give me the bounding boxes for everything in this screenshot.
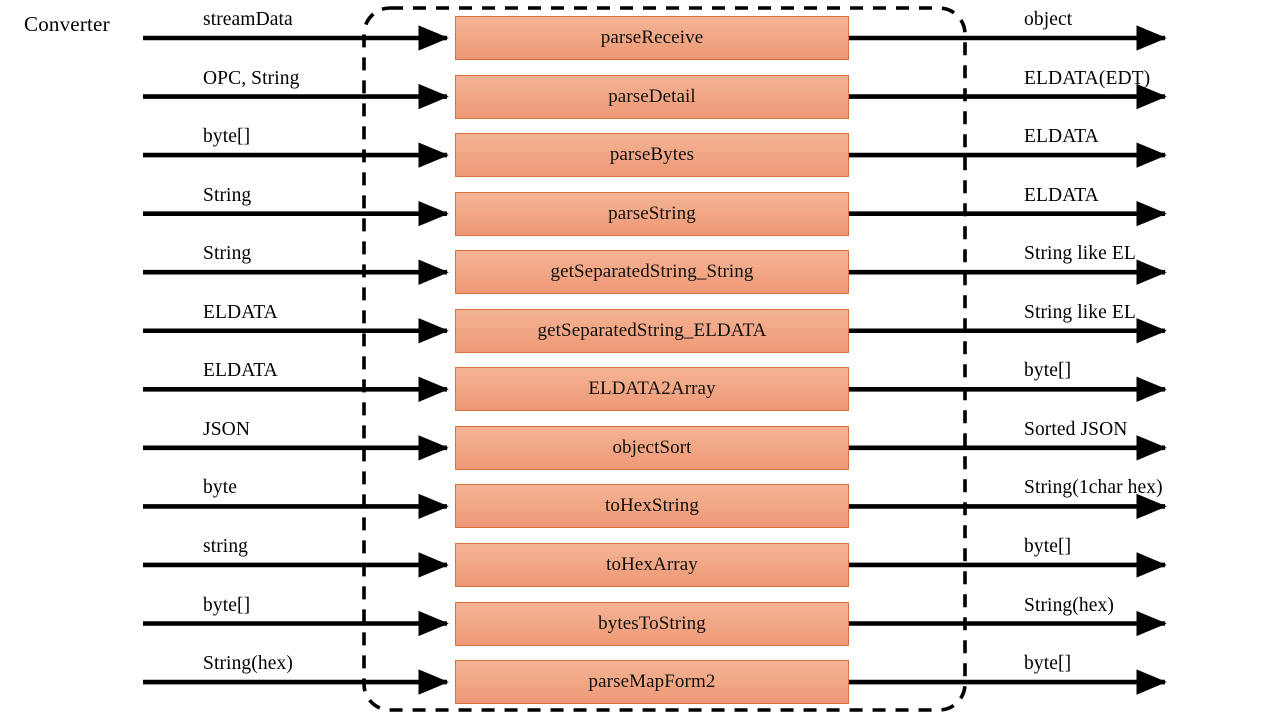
output-type-label: ELDATA: [1024, 126, 1099, 148]
function-box-label: bytesToString: [598, 612, 706, 634]
function-box-label: objectSort: [612, 436, 692, 458]
function-box-label: toHexString: [605, 495, 699, 517]
module-boundary-dashed-rect: [362, 6, 967, 712]
output-arrows-group: [849, 25, 1167, 695]
function-box[interactable]: bytesToString: [455, 601, 849, 646]
input-type-label: streamData: [203, 9, 293, 30]
function-box[interactable]: toHexString: [455, 484, 849, 529]
function-box[interactable]: getSeparatedString_String: [455, 250, 849, 295]
output-type-label: String like EL: [1024, 243, 1136, 265]
function-box-label: toHexArray: [606, 553, 698, 575]
output-type-label: String(1char hex): [1024, 477, 1163, 499]
input-type-label: byte[]: [203, 594, 251, 616]
output-type-label: String like EL: [1024, 301, 1136, 323]
function-box-label: parseDetail: [608, 85, 696, 107]
function-box[interactable]: objectSort: [455, 425, 849, 470]
input-type-label: ELDATA: [203, 360, 278, 382]
function-box[interactable]: parseMapForm2: [455, 660, 849, 705]
function-box[interactable]: ELDATA2Array: [455, 367, 849, 412]
input-type-label: ELDATA: [203, 301, 278, 323]
page-title: Converter: [24, 12, 110, 36]
input-type-label: JSON: [203, 418, 250, 440]
function-box-label: getSeparatedString_String: [550, 261, 754, 283]
function-box-label: parseString: [608, 202, 696, 224]
function-box-label: parseReceive: [600, 27, 704, 48]
function-box[interactable]: toHexArray: [455, 542, 849, 587]
function-box[interactable]: parseReceive: [455, 16, 849, 60]
function-box[interactable]: parseDetail: [455, 74, 849, 119]
input-type-label: string: [203, 535, 249, 557]
function-box-label: getSeparatedString_ELDATA: [537, 319, 767, 341]
output-type-label: byte[]: [1024, 653, 1072, 675]
function-box-label: parseBytes: [609, 144, 695, 166]
output-type-label: ELDATA: [1024, 184, 1099, 206]
output-type-label: Sorted JSON: [1024, 418, 1128, 440]
function-box[interactable]: getSeparatedString_ELDATA: [455, 308, 849, 353]
input-type-label: String(hex): [203, 653, 293, 675]
output-type-label: byte[]: [1024, 360, 1072, 382]
output-type-label: String(hex): [1024, 594, 1114, 616]
input-type-label: String: [203, 243, 252, 265]
output-type-label: object: [1024, 9, 1073, 30]
input-type-label: byte[]: [203, 126, 251, 148]
output-type-label: ELDATA(EDT): [1024, 67, 1151, 89]
input-arrows-group: [143, 25, 449, 695]
input-type-label: String: [203, 184, 252, 206]
function-box-label: ELDATA2Array: [588, 378, 716, 400]
function-box-label: parseMapForm2: [588, 671, 716, 693]
output-type-label: byte[]: [1024, 535, 1072, 557]
input-type-label: byte: [203, 477, 237, 499]
input-type-label: OPC, String: [203, 67, 300, 89]
function-box[interactable]: parseString: [455, 191, 849, 236]
function-box[interactable]: parseBytes: [455, 133, 849, 178]
